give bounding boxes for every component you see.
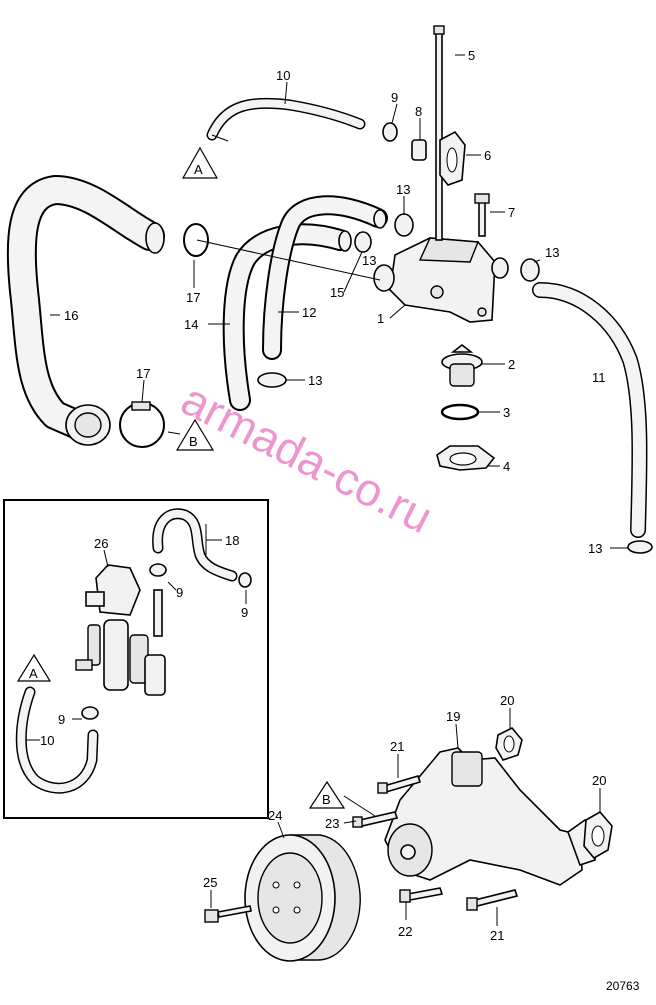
reference-A-top: A xyxy=(181,146,219,179)
part-label-21-b: 21 xyxy=(490,928,504,943)
part-label-9-inset-a: 9 xyxy=(176,585,183,600)
fitting-8 xyxy=(411,139,427,161)
part-label-1: 1 xyxy=(377,311,384,326)
detail-inset-frame xyxy=(3,499,269,819)
reference-letter: A xyxy=(29,666,38,681)
pulley xyxy=(244,834,361,962)
hose-11 xyxy=(532,282,648,538)
bracket xyxy=(439,130,466,186)
part-label-9-top: 9 xyxy=(391,90,398,105)
part-label-12: 12 xyxy=(302,305,316,320)
part-label-18: 18 xyxy=(225,533,239,548)
part-label-9-inset-b: 9 xyxy=(241,605,248,620)
part-label-5: 5 xyxy=(468,48,475,63)
inset-pump-assembly xyxy=(75,563,167,720)
reference-letter: B xyxy=(189,434,198,449)
part-label-7: 7 xyxy=(508,205,515,220)
inset-hose-18 xyxy=(152,508,252,588)
o-ring xyxy=(440,403,480,421)
part-label-13-b: 13 xyxy=(545,245,559,260)
inset-leader-lines xyxy=(26,524,247,741)
part-label-21-a: 21 xyxy=(390,739,404,754)
part-label-19: 19 xyxy=(446,709,460,724)
hose-clamps xyxy=(119,122,653,554)
reference-letter: B xyxy=(322,792,331,807)
part-label-2: 2 xyxy=(508,357,515,372)
part-label-10-top: 10 xyxy=(276,68,290,83)
part-label-14: 14 xyxy=(184,317,198,332)
part-number-labels: 1 2 3 4 5 6 7 8 9 9 9 9 10 10 11 12 13 1… xyxy=(40,48,606,943)
hose-14 xyxy=(222,223,352,411)
part-label-11: 11 xyxy=(592,370,606,385)
part-label-13-a: 13 xyxy=(396,182,410,197)
part-label-13-e: 13 xyxy=(362,253,376,268)
part-label-20-b: 20 xyxy=(592,773,606,788)
gaskets-20 xyxy=(495,727,613,860)
bolts xyxy=(204,775,519,923)
part-label-17-b: 17 xyxy=(136,366,150,381)
part-label-13-d: 13 xyxy=(588,541,602,556)
part-label-24: 24 xyxy=(268,808,282,823)
hose-10-top xyxy=(206,97,366,141)
inset-hose-10 xyxy=(15,686,99,794)
part-label-25: 25 xyxy=(203,875,217,890)
hose-16 xyxy=(6,175,165,446)
thermostat xyxy=(441,343,483,387)
part-label-13-c: 13 xyxy=(308,373,322,388)
part-label-4: 4 xyxy=(503,459,510,474)
part-label-8: 8 xyxy=(415,104,422,119)
leader-lines xyxy=(50,54,628,549)
watermark-text: armada-co.ru xyxy=(173,373,440,544)
part-label-9-inset-c: 9 xyxy=(58,712,65,727)
part-label-10-inset: 10 xyxy=(40,733,54,748)
bolt-7 xyxy=(474,193,490,237)
part-label-26: 26 xyxy=(94,536,108,551)
part-label-3: 3 xyxy=(503,405,510,420)
part-label-16: 16 xyxy=(64,308,78,323)
hose-12 xyxy=(262,195,388,360)
part-label-6: 6 xyxy=(484,148,491,163)
part-label-22: 22 xyxy=(398,924,412,939)
reference-A-inset: A xyxy=(16,653,52,682)
drawing-number: 20763 xyxy=(606,979,640,993)
reference-letter: A xyxy=(194,162,203,177)
reference-B-lower: B xyxy=(308,780,346,809)
part-label-20-a: 20 xyxy=(500,693,514,708)
lower-leader-lines xyxy=(210,708,601,926)
stud-bolt xyxy=(433,25,445,241)
part-label-15: 15 xyxy=(330,285,344,300)
part-label-23: 23 xyxy=(325,816,339,831)
water-pump xyxy=(384,747,601,886)
thermostat-housing xyxy=(373,237,509,323)
reference-B-top: B xyxy=(175,418,215,451)
part-label-17-a: 17 xyxy=(186,290,200,305)
gasket xyxy=(436,445,496,471)
